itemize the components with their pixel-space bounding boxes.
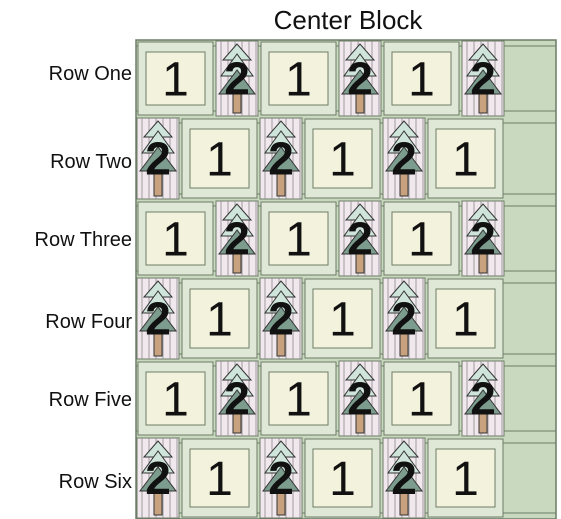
block-one: 1 <box>384 42 459 115</box>
block-number: 1 <box>162 54 189 107</box>
block-tree: 2 <box>260 278 302 359</box>
block-one: 1 <box>261 202 336 275</box>
block-one: 1 <box>138 42 213 115</box>
block-one: 1 <box>261 42 336 115</box>
block-tree: 2 <box>462 41 504 116</box>
block-one: 1 <box>182 119 257 198</box>
block-number: 2 <box>224 53 250 105</box>
block-one: 1 <box>138 362 213 435</box>
block-number: 2 <box>391 133 417 185</box>
block-one: 1 <box>182 279 257 358</box>
block-tree: 2 <box>260 438 302 518</box>
block-number: 1 <box>206 294 233 347</box>
block-number: 2 <box>470 213 496 265</box>
block-tree: 2 <box>216 361 258 436</box>
block-number: 2 <box>268 133 294 185</box>
block-number: 2 <box>268 293 294 345</box>
block-number: 2 <box>224 373 250 425</box>
block-one: 1 <box>138 202 213 275</box>
block-number: 2 <box>347 373 373 425</box>
block-number: 2 <box>391 452 417 504</box>
block-tree: 2 <box>137 278 179 359</box>
block-number: 1 <box>285 374 312 427</box>
block-number: 1 <box>452 453 479 506</box>
block-one: 1 <box>305 279 380 358</box>
block-number: 1 <box>329 294 356 347</box>
block-tree: 2 <box>339 361 381 436</box>
block-tree: 2 <box>383 278 425 359</box>
block-number: 2 <box>145 133 171 185</box>
block-number: 1 <box>206 453 233 506</box>
block-number: 1 <box>162 214 189 267</box>
block-number: 1 <box>162 374 189 427</box>
block-number: 1 <box>408 54 435 107</box>
block-tree: 2 <box>137 438 179 518</box>
block-number: 2 <box>224 213 250 265</box>
block-tree: 2 <box>339 201 381 276</box>
block-one: 1 <box>428 119 503 198</box>
block-number: 1 <box>206 134 233 187</box>
block-tree: 2 <box>462 361 504 436</box>
block-tree: 2 <box>216 201 258 276</box>
block-tree: 2 <box>260 118 302 199</box>
block-number: 1 <box>452 294 479 347</box>
block-one: 1 <box>428 279 503 358</box>
block-number: 1 <box>285 54 312 107</box>
block-number: 2 <box>145 293 171 345</box>
block-tree: 2 <box>383 438 425 518</box>
block-one: 1 <box>305 119 380 198</box>
block-one: 1 <box>384 362 459 435</box>
block-one: 1 <box>182 439 257 517</box>
block-number: 1 <box>408 374 435 427</box>
block-number: 2 <box>145 452 171 504</box>
block-tree: 2 <box>339 41 381 116</box>
block-number: 1 <box>408 214 435 267</box>
block-number: 2 <box>470 373 496 425</box>
block-one: 1 <box>305 439 380 517</box>
block-number: 1 <box>452 134 479 187</box>
block-tree: 2 <box>137 118 179 199</box>
block-one: 1 <box>384 202 459 275</box>
block-tree: 2 <box>462 201 504 276</box>
block-one: 1 <box>428 439 503 517</box>
block-number: 2 <box>347 213 373 265</box>
block-tree: 2 <box>216 41 258 116</box>
block-number: 2 <box>391 293 417 345</box>
block-number: 1 <box>285 214 312 267</box>
block-number: 2 <box>347 53 373 105</box>
block-number: 1 <box>329 134 356 187</box>
block-tree: 2 <box>383 118 425 199</box>
block-number: 1 <box>329 453 356 506</box>
block-one: 1 <box>261 362 336 435</box>
block-number: 2 <box>470 53 496 105</box>
block-number: 2 <box>268 452 294 504</box>
